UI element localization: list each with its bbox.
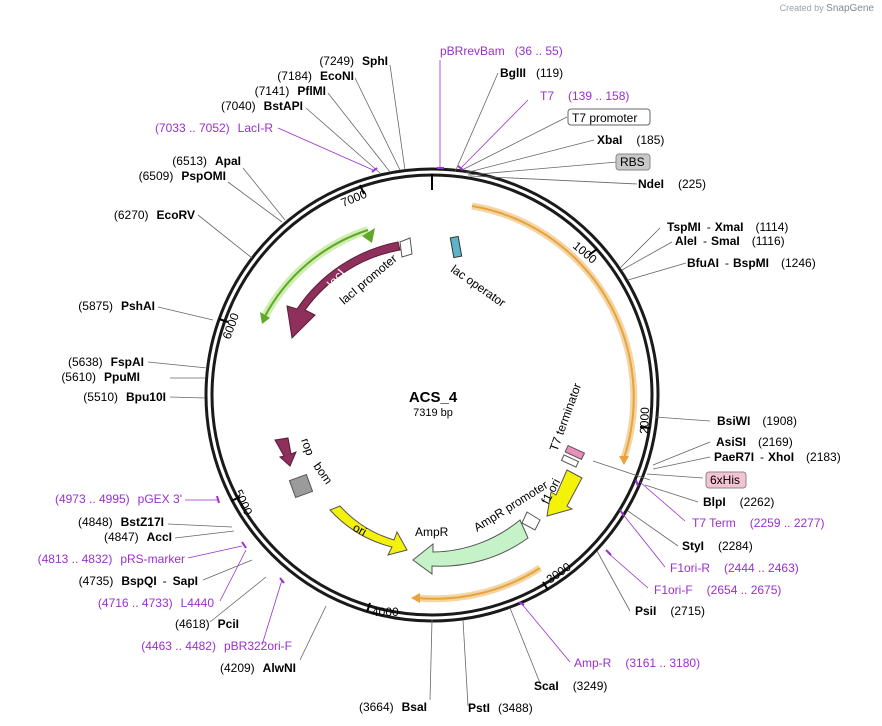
site-pciI: (4618)PciI	[175, 617, 239, 631]
feature-orange-arc-top	[471, 202, 638, 460]
primer-L4440: (4716 .. 4733)L4440	[98, 596, 214, 610]
site-apaI: (6513)ApaI	[172, 154, 241, 168]
tick-2000: 2000	[637, 407, 652, 434]
sites-right: pBRrevBam(36 .. 55) BglII(119) T7(139 ..…	[440, 44, 841, 715]
credit-brand: SnapGene	[826, 3, 874, 14]
tick-marks	[218, 184, 651, 613]
feature-t7-terminator-2	[560, 454, 580, 468]
label-ori: ori	[351, 520, 369, 539]
site-pshAI: (5875)PshAI	[78, 299, 155, 313]
site-tspMI-xmaI: TspMI-XmaI(1114)	[667, 220, 788, 234]
leader-lines-right-primer	[439, 60, 686, 663]
label-ampR-promoter: AmpR promoter	[471, 478, 550, 535]
feature-t7-terminator	[564, 444, 586, 461]
site-pflMI: (7141)PflMI	[255, 84, 326, 98]
site-bspQI-sapI: (4735)BspQI-SapI	[79, 574, 198, 588]
label-t7-terminator: T7 terminator	[547, 381, 585, 453]
feature-green-arc	[260, 226, 370, 320]
sites-left: (7249)SphI (7184)EcoNI (7141)PflMI (7040…	[38, 54, 427, 714]
site-bstAPI: (7040)BstAPI	[221, 99, 303, 113]
plasmid-name: ACS_4	[409, 389, 458, 406]
site-xbaI: XbaI(185)	[597, 133, 664, 147]
primer-pBR322ori-F: (4463 .. 4482)pBR322ori-F	[141, 639, 292, 653]
primer-T7-term: T7 Term(2259 .. 2277)	[692, 516, 825, 530]
site-pstI: PstI(3488)	[468, 701, 533, 715]
feature-ampR	[412, 519, 529, 575]
site-6xHis: 6xHis	[710, 473, 740, 487]
site-psiI: PsiI(2715)	[635, 604, 705, 618]
feature-ampR-promoter	[521, 511, 541, 531]
feature-lac-operator	[449, 235, 463, 259]
tick-4000: 4000	[372, 605, 399, 619]
tick-6000: 6000	[220, 311, 242, 341]
site-RBS: RBS	[620, 155, 645, 169]
label-bom: bom	[311, 460, 336, 487]
primer-F1ori-F: F1ori-F(2654 .. 2675)	[654, 583, 781, 597]
box-6xHis	[705, 471, 747, 489]
site-ppuMI: (5610)PpuMI	[61, 370, 140, 384]
label-lac-operator: lac operator	[448, 262, 508, 310]
site-bpu10I: (5510)Bpu10I	[83, 390, 166, 404]
box-RBS	[615, 153, 651, 171]
feature-lacI-promoter	[399, 237, 413, 258]
feature-orange-arrow-top	[619, 456, 629, 465]
site-asiSI: AsiSI(2169)	[716, 435, 793, 449]
tick-7000: 7000	[339, 187, 369, 210]
label-rop: rop	[298, 436, 317, 457]
site-bglII: BglII(119)	[500, 66, 563, 80]
site-bfuAI-bspMI: BfuAI-BspMI(1246)	[687, 256, 816, 270]
leader-lines-right	[454, 72, 711, 707]
feature-rop	[274, 437, 297, 467]
feature-ori	[329, 505, 408, 556]
primer-F1ori-R: F1ori-R(2444 .. 2463)	[670, 561, 799, 575]
site-blpI: BlpI(2262)	[703, 495, 774, 509]
site-bsiWI: BsiWI(1908)	[717, 414, 797, 428]
site-fspAI: (5638)FspAI	[68, 355, 144, 369]
primer-lacI-R: (7033 .. 7052)LacI-R	[155, 121, 273, 135]
credit-prefix: Created by	[779, 3, 824, 13]
site-aleI-smaI: AleI-SmaI(1116)	[675, 234, 785, 248]
site-scaI: ScaI(3249)	[534, 679, 607, 693]
site-accI: (4847)AccI	[104, 530, 172, 544]
site-ndeI: NdeI(225)	[638, 177, 706, 191]
feature-f1-ori	[546, 469, 583, 517]
site-styI: StyI(2284)	[682, 539, 753, 553]
site-pspOMI: (6509)PspOMI	[139, 169, 226, 183]
leader-lines-left-primer	[185, 127, 374, 646]
box-t7-promoter	[567, 108, 651, 126]
plasmid-size: 7319 bp	[413, 407, 453, 419]
site-ecoRV: (6270)EcoRV	[114, 208, 195, 222]
primer-T7: T7(139 .. 158)	[540, 89, 629, 103]
primer-pGEX3: (4973 .. 4995)pGEX 3'	[55, 492, 182, 506]
feature-lacI	[286, 241, 401, 340]
leader-lines-left	[147, 64, 433, 701]
site-alwNI: (4209)AlwNI	[220, 661, 296, 675]
site-sphI: (7249)SphI	[319, 54, 388, 68]
primer-pBRrevBam: pBRrevBam(36 .. 55)	[440, 44, 563, 58]
primer-Amp-R: Amp-R(3161 .. 3180)	[574, 656, 700, 670]
site-t7-promoter: T7 promoter	[572, 111, 637, 125]
label-ampR: AmpR	[415, 525, 449, 539]
feature-bom	[288, 473, 314, 499]
site-ecoNI: (7184)EcoNI	[277, 69, 354, 83]
site-paeR7I-xhoI: PaeR7I-XhoI(2183)	[714, 450, 841, 464]
primer-pRS-marker: (4813 .. 4832)pRS-marker	[38, 552, 185, 566]
snapgene-credit: Created by SnapGene	[780, 3, 874, 14]
site-bstZ17I: (4848)BstZ17I	[78, 515, 164, 529]
primer-marks	[216, 165, 639, 606]
site-bsaI: (3664)BsaI	[359, 700, 427, 714]
